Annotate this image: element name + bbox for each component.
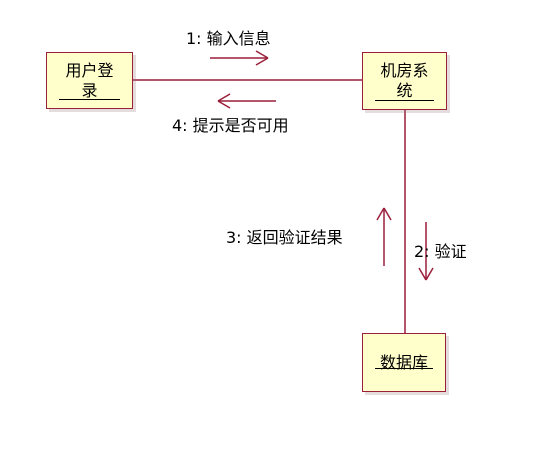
message-4-label: 4: 提示是否可用 xyxy=(172,116,289,135)
object-room-system-underline xyxy=(375,100,434,101)
object-user-login-underline xyxy=(59,99,120,100)
object-user-login-label: 用户登 录 xyxy=(65,60,114,100)
arrow-left-icon xyxy=(217,93,276,109)
arrow-up-icon xyxy=(376,207,392,266)
object-room-system-label: 机房系 统 xyxy=(380,61,429,100)
arrow-right-icon xyxy=(210,50,269,66)
message-1-label: 1: 输入信息 xyxy=(186,29,271,48)
object-user-login[interactable]: 用户登 录 xyxy=(46,52,133,109)
object-database-label: 数据库 xyxy=(379,352,428,372)
object-database[interactable]: 数据库 xyxy=(362,333,446,392)
object-database-underline xyxy=(375,368,433,369)
message-3-label: 3: 返回验证结果 xyxy=(226,228,343,247)
message-2-label: 2: 验证 xyxy=(414,242,467,261)
object-room-system[interactable]: 机房系 统 xyxy=(362,52,447,110)
arrow-down-icon xyxy=(418,222,434,281)
